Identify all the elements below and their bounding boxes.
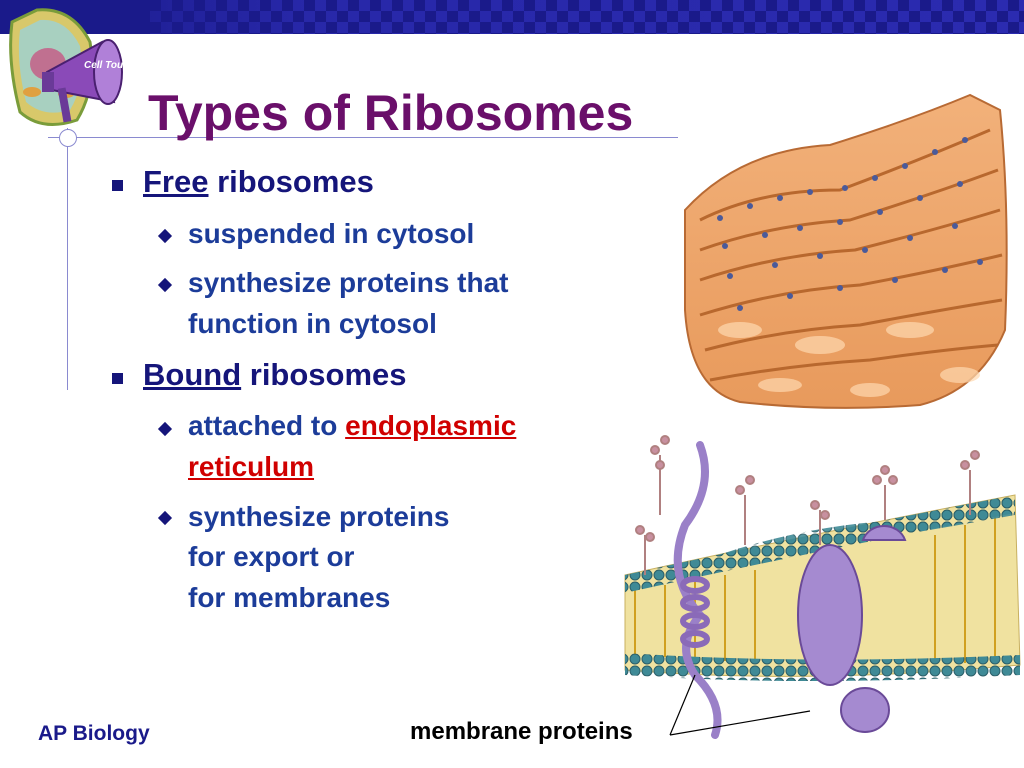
sub-prefix: attached to bbox=[188, 410, 346, 441]
megaphone-icon: Cell Tours bbox=[42, 39, 133, 123]
sub-bullet: synthesize proteins bbox=[188, 501, 450, 532]
diamond-bullet-icon bbox=[157, 228, 173, 244]
square-bullet-icon bbox=[112, 180, 123, 191]
cell-tours-logo: Cell Tours bbox=[9, 8, 133, 126]
footer-label: AP Biology bbox=[38, 722, 150, 745]
bullet-free: Free ribosomes bbox=[143, 164, 374, 200]
figure-caption: membrane proteins bbox=[410, 718, 633, 745]
sub-bullet: suspended in cytosol bbox=[188, 218, 475, 249]
diamond-bullet-icon bbox=[157, 277, 173, 293]
bullet-bound: Bound ribosomes bbox=[143, 357, 407, 393]
rough-er-illustration bbox=[684, 93, 1008, 409]
sub-bullet-continued: reticulum bbox=[188, 447, 314, 487]
er-term: endoplasmic bbox=[345, 410, 517, 441]
logo-text: Cell Tours bbox=[84, 60, 133, 71]
bullet-rest: ribosomes bbox=[241, 357, 407, 392]
vertical-rule bbox=[67, 128, 68, 390]
top-banner bbox=[0, 0, 1024, 34]
rule-ornament bbox=[59, 129, 77, 147]
sub-bullet-continued: for export or bbox=[188, 541, 355, 572]
diamond-bullet-icon bbox=[157, 421, 173, 437]
sub-bullet: attached to endoplasmic bbox=[188, 406, 516, 446]
slide-title: Types of Ribosomes bbox=[148, 85, 634, 141]
er-term: reticulum bbox=[188, 451, 315, 482]
sub-bullet-continued: for membranes bbox=[188, 582, 391, 613]
square-bullet-icon bbox=[112, 373, 123, 384]
keyword-free: Free bbox=[143, 164, 209, 199]
sub-bullet-continued: function in cytosol bbox=[188, 308, 437, 339]
title-rule bbox=[48, 137, 678, 138]
keyword-bound: Bound bbox=[143, 357, 242, 392]
membrane-proteins-illustration bbox=[624, 435, 1021, 739]
diamond-bullet-icon bbox=[157, 510, 173, 526]
bullet-rest: ribosomes bbox=[208, 164, 374, 199]
sub-bullet: synthesize proteins that bbox=[188, 267, 509, 298]
